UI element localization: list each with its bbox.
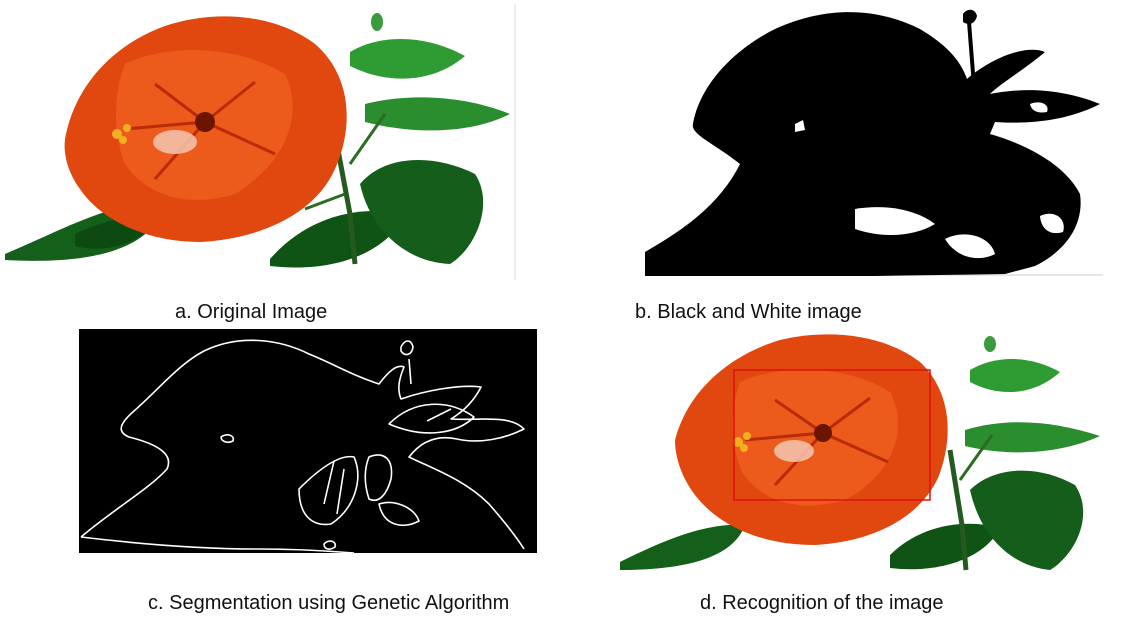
caption-recognition: d. Recognition of the image: [700, 591, 944, 615]
original-image: [5, 4, 517, 280]
caption-segmentation: c. Segmentation using Genetic Algorithm: [148, 591, 509, 615]
caption-black-and-white-image: b. Black and White image: [635, 300, 862, 324]
black-and-white-image: [645, 4, 1103, 276]
recognition-image: [620, 330, 1105, 574]
segmentation-image: [79, 329, 537, 553]
caption-original-image: a. Original Image: [175, 300, 327, 324]
